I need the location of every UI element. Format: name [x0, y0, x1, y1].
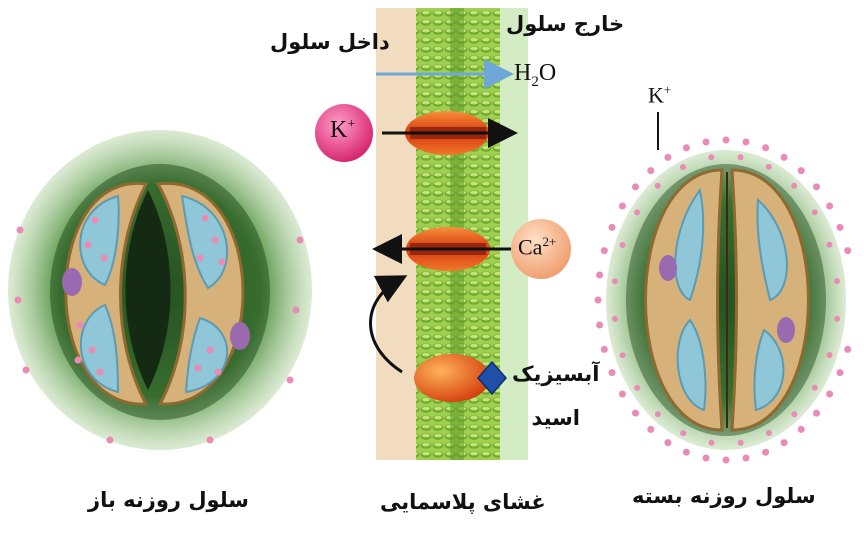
ion-dot	[723, 137, 730, 144]
label-membrane: غشای پلاسمایی	[380, 490, 546, 514]
ion-dot	[647, 426, 654, 433]
label-open-stoma: سلول روزنه باز	[88, 488, 249, 512]
ion-dot	[834, 278, 840, 284]
ion-dot	[743, 139, 750, 146]
ion-dot	[89, 347, 96, 354]
ion-dot	[703, 455, 710, 462]
ion-dot	[781, 439, 788, 446]
ion-dot	[834, 316, 840, 322]
ion-dot	[844, 346, 851, 353]
ion-dot	[680, 164, 686, 170]
ion-dot	[813, 183, 820, 190]
ion-dot	[632, 183, 639, 190]
ion-dot	[609, 224, 616, 231]
ion-dot	[293, 307, 300, 314]
ion-dot	[107, 437, 114, 444]
ion-dot	[647, 167, 654, 174]
ion-dot	[619, 203, 626, 210]
ion-dot	[709, 440, 715, 446]
closed-stoma	[595, 137, 852, 464]
ion-dot	[601, 346, 608, 353]
ion-dot	[837, 224, 844, 231]
ion-dot	[287, 377, 294, 384]
ion-dot	[680, 430, 686, 436]
inside-cell-region	[376, 8, 418, 460]
aba-receptor	[414, 354, 506, 402]
ion-dot	[844, 247, 851, 254]
ion-dot	[826, 203, 833, 210]
ion-dot	[826, 242, 832, 248]
ion-dot	[632, 410, 639, 417]
ion-dot	[202, 215, 209, 222]
ion-dot	[97, 369, 104, 376]
ion-dot	[77, 322, 84, 329]
ion-dot	[612, 278, 618, 284]
ion-dot	[708, 154, 714, 160]
ion-dot	[207, 347, 214, 354]
ion-dot	[23, 367, 30, 374]
ion-dot	[297, 237, 304, 244]
ion-dot	[612, 316, 618, 322]
ion-dot	[219, 259, 226, 266]
ion-dot	[17, 227, 24, 234]
ion-dot	[15, 297, 22, 304]
ion-dot	[837, 369, 844, 376]
ion-dot	[791, 411, 797, 417]
label-calcium: Ca2+	[518, 234, 556, 260]
label-water: H2O	[514, 60, 556, 91]
ion-dot	[655, 183, 661, 189]
ion-dot	[766, 164, 772, 170]
ion-dot	[619, 391, 626, 398]
ion-dot	[595, 297, 602, 304]
ion-dot	[762, 449, 769, 456]
ion-dot	[812, 209, 818, 215]
ion-dot	[664, 439, 671, 446]
ion-dot	[703, 139, 710, 146]
ion-dot	[664, 154, 671, 161]
ion-dot	[738, 440, 744, 446]
ion-dot	[101, 255, 108, 262]
ion-dot	[812, 385, 818, 391]
label-potassium: K+	[330, 117, 355, 144]
ion-dot	[723, 457, 730, 464]
ion-dot	[781, 154, 788, 161]
ion-dot	[798, 426, 805, 433]
ion-dot	[207, 437, 214, 444]
label-inside-cell: داخل سلول	[270, 30, 390, 54]
ion-dot	[634, 385, 640, 391]
ion-dot	[743, 455, 750, 462]
ion-dot	[738, 154, 744, 160]
label-k-outside: K+	[648, 82, 671, 108]
open-stoma	[8, 130, 312, 450]
label-abscisic-acid: آبسیزیک اسید	[512, 352, 599, 440]
ion-dot	[92, 217, 99, 224]
ion-dot	[596, 322, 603, 329]
ion-dot	[197, 255, 204, 262]
ion-dot	[85, 242, 92, 249]
ion-dot	[609, 369, 616, 376]
ion-dot	[75, 357, 82, 364]
ion-dot	[683, 144, 690, 151]
ion-dot	[620, 352, 626, 358]
ion-dot	[195, 365, 202, 372]
ion-dot	[596, 272, 603, 279]
ion-dot	[620, 242, 626, 248]
ion-dot	[766, 430, 772, 436]
ion-dot	[827, 352, 833, 358]
ion-dot	[826, 391, 833, 398]
ion-dot	[683, 449, 690, 456]
ion-dot	[791, 183, 797, 189]
ion-dot	[813, 410, 820, 417]
ion-dot	[798, 167, 805, 174]
ion-dot	[215, 369, 222, 376]
ion-dot	[634, 209, 640, 215]
label-outside-cell: خارج سلول	[506, 12, 624, 36]
label-closed-stoma: سلول روزنه بسته	[632, 484, 816, 508]
ion-dot	[762, 144, 769, 151]
ion-dot	[212, 237, 219, 244]
ion-dot	[601, 247, 608, 254]
ion-dot	[655, 411, 661, 417]
